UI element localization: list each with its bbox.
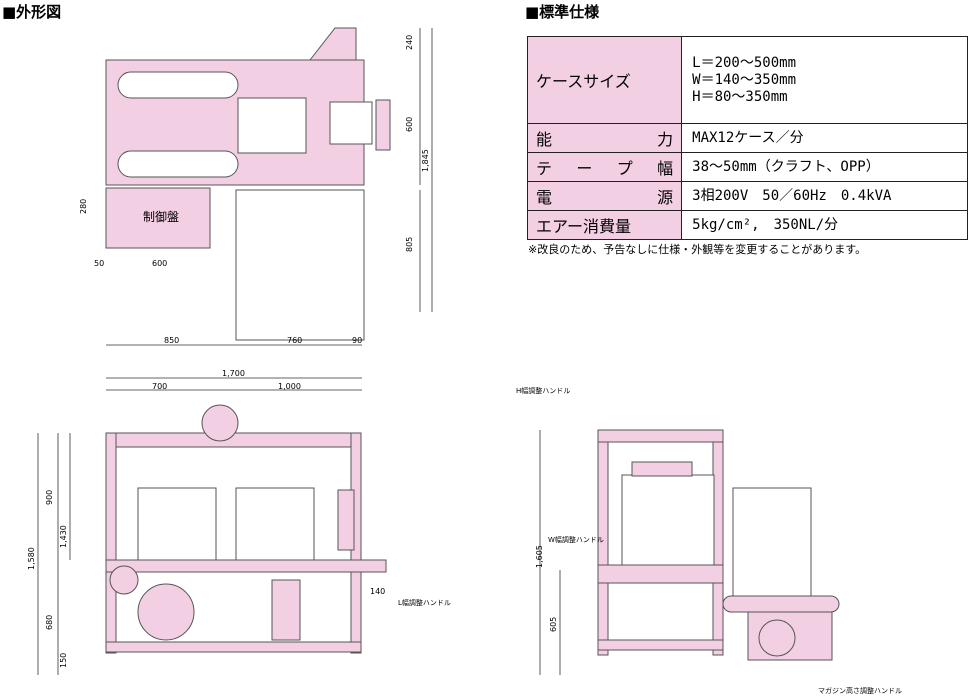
control-panel-label: 制御盤 <box>143 209 179 224</box>
spec-row-power: 電源 3相200V 50／60Hz 0.4kVA <box>526 181 968 211</box>
dim-850: 850 <box>164 336 179 345</box>
front-top-wheel <box>201 404 239 442</box>
front-left-wheel <box>109 565 139 595</box>
front-view <box>105 404 387 654</box>
side-block <box>375 99 391 151</box>
control-panel-box <box>105 187 211 249</box>
bottom-conveyor-belt <box>117 150 239 178</box>
top-conveyor-belt <box>117 71 239 99</box>
dim-680: 680 <box>45 615 54 630</box>
front-mid-rail <box>105 559 387 573</box>
external-view-heading: ■外形図 <box>2 3 62 21</box>
dim-280: 280 <box>79 199 88 214</box>
dim-140: 140 <box>370 587 385 596</box>
magazine-wheel <box>758 619 796 657</box>
dim-760: 760 <box>287 336 302 345</box>
front-left-post <box>105 432 117 654</box>
front-case-box <box>137 487 217 561</box>
magazine-handle-callout: マガジン高さ調整ハンドル <box>818 686 902 695</box>
spec-row-capacity: 能力 MAX12ケース／分 <box>526 123 968 153</box>
spec-value-capacity: MAX12ケース／分 <box>681 123 968 153</box>
spec-table: ケースサイズ L＝200～500mm W＝140～350mm H＝80～350m… <box>526 36 968 240</box>
dim-1845: 1,845 <box>421 149 430 172</box>
spec-label-case-size: ケースサイズ <box>526 36 683 124</box>
spec-heading: ■標準仕様 <box>525 3 600 21</box>
dim-50: 50 <box>94 259 104 268</box>
spec-row-case-size: ケースサイズ L＝200～500mm W＝140～350mm H＝80～350m… <box>526 36 968 124</box>
spec-value-power: 3相200V 50／60Hz 0.4kVA <box>681 181 968 211</box>
side-mid-rail <box>597 564 724 584</box>
dim-600-right: 600 <box>405 117 414 132</box>
spec-label-tape: テープ幅 <box>526 152 683 182</box>
dim-1605: 1,605 <box>535 545 544 568</box>
top-center-plate <box>237 97 307 154</box>
dim-600: 600 <box>152 259 167 268</box>
dim-90: 90 <box>352 336 362 345</box>
magazine-stack <box>235 189 365 341</box>
front-cylinder <box>271 579 301 641</box>
dim-900: 900 <box>45 490 54 505</box>
dim-150: 150 <box>59 653 68 668</box>
side-view <box>597 429 840 661</box>
spec-label-capacity: 能力 <box>526 123 683 153</box>
front-right-block <box>337 489 355 551</box>
dim-240: 240 <box>405 35 414 50</box>
side-conveyor <box>722 595 840 613</box>
dim-1000: 1,000 <box>278 382 301 391</box>
dim-700: 700 <box>152 382 167 391</box>
side-top-block <box>631 461 693 477</box>
spec-label-air: エアー消費量 <box>526 210 683 240</box>
h-handle-callout: H幅調整ハンドル <box>516 386 570 395</box>
tape-roll <box>137 583 195 641</box>
spec-value-case-size: L＝200～500mm W＝140～350mm H＝80～350mm <box>681 36 968 124</box>
spec-value-tape: 38～50mm（クラフト、OPP） <box>681 152 968 182</box>
dim-805: 805 <box>405 237 414 252</box>
w-handle-callout: W幅調整ハンドル <box>548 535 604 544</box>
side-center-box <box>621 474 715 566</box>
top-view <box>105 27 391 341</box>
spec-value-air: 5kg/cm², 350NL/分 <box>681 210 968 240</box>
spec-row-air: エアー消費量 5kg/cm², 350NL/分 <box>526 210 968 240</box>
side-top-frame <box>597 429 724 443</box>
side-magazine <box>732 487 812 599</box>
spec-note: ※改良のため、予告なしに仕様・外観等を変更することがあります。 <box>528 243 867 256</box>
side-base-rail <box>597 639 724 651</box>
dim-1700: 1,700 <box>222 369 245 378</box>
front-base-rail <box>105 641 362 653</box>
l-handle-callout: L幅調整ハンドル <box>398 598 451 607</box>
dim-1580: 1,580 <box>27 547 36 570</box>
front-center-box <box>235 487 315 561</box>
top-view-hood <box>308 27 357 61</box>
dim-1430: 1,430 <box>59 525 68 548</box>
spec-label-power: 電源 <box>526 181 683 211</box>
tape-head-box <box>329 101 373 145</box>
dim-605: 605 <box>549 617 558 632</box>
spec-row-tape: テープ幅 38～50mm（クラフト、OPP） <box>526 152 968 182</box>
